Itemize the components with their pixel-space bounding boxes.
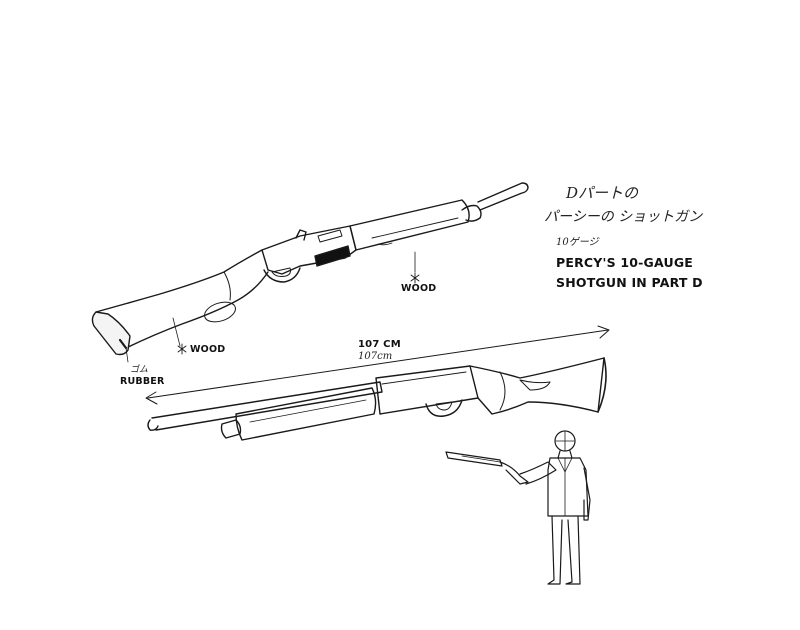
callout-markers bbox=[177, 272, 420, 355]
rubber-jp-callout: ゴム bbox=[130, 365, 149, 375]
length-dimension-arrow bbox=[145, 325, 610, 405]
length-label: 107 CM bbox=[358, 339, 401, 350]
wood-stock-callout: WOOD bbox=[190, 344, 226, 355]
rubber-callout: RUBBER bbox=[120, 376, 165, 387]
caption-line2: SHOTGUN IN PART D bbox=[556, 275, 703, 290]
lower-shotgun-drawing bbox=[147, 357, 607, 441]
length-handwritten: 107cm bbox=[358, 351, 393, 362]
jp-title-line1: Dパートの bbox=[566, 184, 639, 202]
jp-title-line3: 10ゲージ bbox=[556, 237, 599, 248]
wood-forend-callout: WOOD bbox=[401, 283, 437, 294]
scale-figure bbox=[445, 430, 591, 585]
caption-line1: PERCY'S 10-GAUGE bbox=[556, 255, 694, 270]
jp-title-line2: パーシーの ショットガン bbox=[544, 209, 703, 225]
upper-shotgun-drawing bbox=[91, 182, 529, 363]
